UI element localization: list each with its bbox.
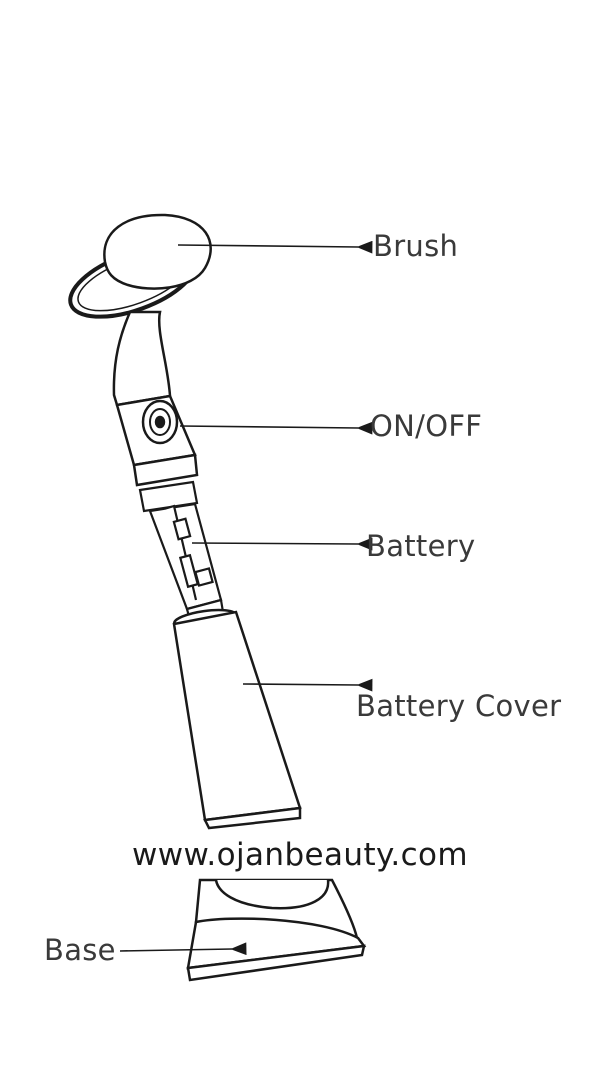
base-pointer — [119, 942, 247, 956]
on-off-label: ON/OFF — [370, 409, 483, 443]
website-url: www.ojanbeauty.com — [131, 837, 469, 873]
battery-cover — [172, 608, 302, 830]
battery-cover-label: Battery Cover — [356, 689, 562, 723]
handle — [112, 310, 199, 487]
on-off-pointer — [179, 421, 373, 435]
battery-label: Battery — [366, 529, 476, 563]
battery-module — [138, 480, 225, 622]
brush-pointer — [177, 240, 373, 254]
pointer-lines — [119, 240, 373, 956]
battery-cover-pointer — [242, 678, 373, 692]
battery-pointer — [191, 537, 373, 551]
brush-label: Brush — [373, 229, 459, 263]
base-label: Base — [44, 933, 116, 967]
base — [186, 878, 367, 982]
brush-head — [68, 213, 212, 319]
